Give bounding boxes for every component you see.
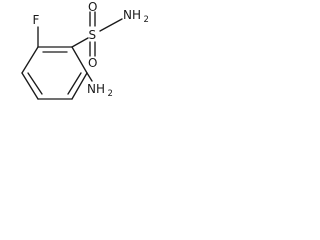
bond-sulfur-sulfonamide-n [99, 18, 123, 32]
atom-fluorine: F [33, 13, 40, 27]
atom-sulfonamide-nh: NH [123, 8, 141, 22]
ring-double-bond-inner-2 [67, 72, 82, 95]
atom-amine-nh: NH [87, 82, 105, 96]
atom-oxygen-top: O [88, 0, 97, 14]
bond-ring-sulfur [71, 37, 89, 48]
ring-bond-c6-c1 [21, 46, 39, 74]
benzene-ring [21, 46, 88, 100]
bond-ring-amine [86, 72, 93, 82]
atom-amine-nh-subscript: 2 [108, 89, 113, 99]
chemical-structure-diagram: F S O O NH 2 NH 2 [21, 0, 149, 100]
atom-sulfonamide-nh-subscript: 2 [144, 15, 149, 25]
ring-bond-c3-c4 [71, 72, 88, 100]
atom-sulfur: S [89, 28, 97, 42]
ring-bond-c2-c3 [71, 46, 88, 74]
ring-bond-c5-c6 [21, 72, 39, 100]
ring-double-bond-inner-3 [27, 72, 43, 95]
atom-oxygen-bottom: O [88, 56, 97, 70]
